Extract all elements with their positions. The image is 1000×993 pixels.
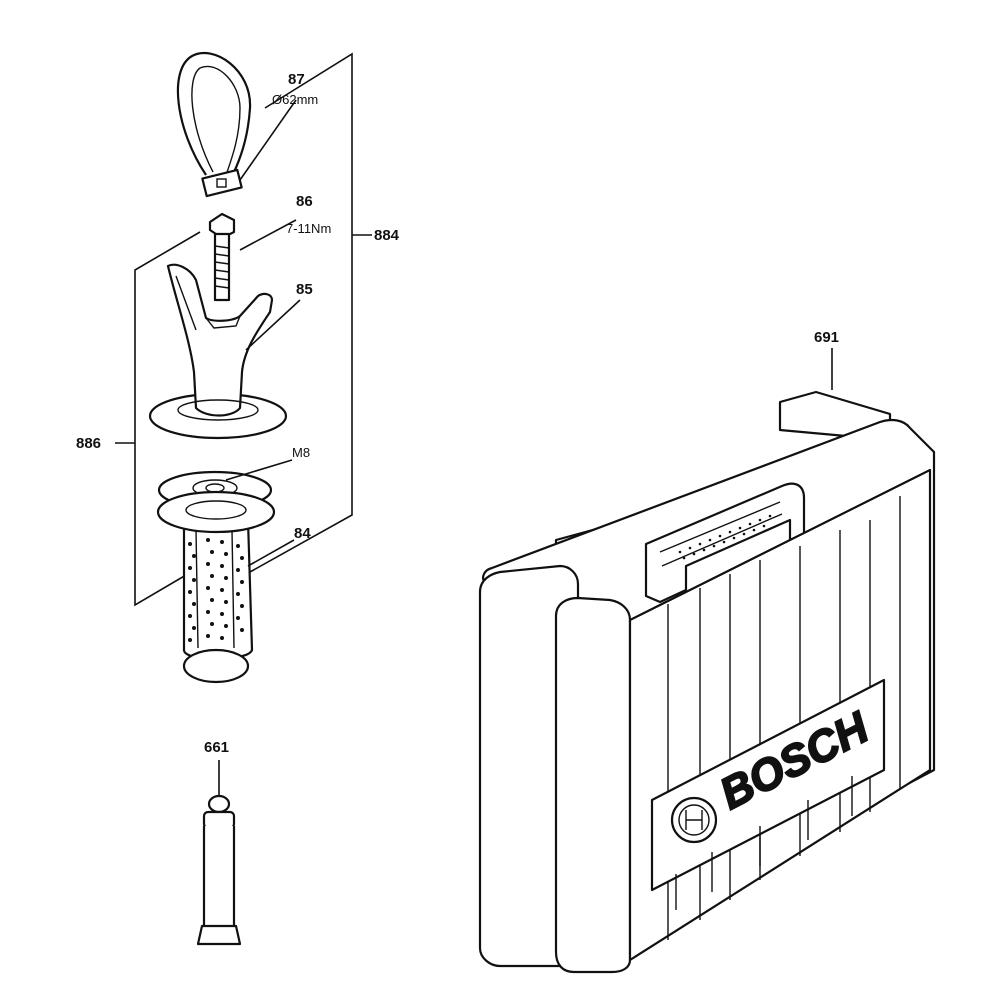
label-85: 85 — [296, 281, 313, 298]
label-884: 884 — [374, 227, 400, 244]
label-87: 87 — [288, 71, 305, 88]
label-86: 86 — [296, 193, 313, 210]
label-691: 691 — [814, 329, 839, 346]
label-661: 661 — [204, 739, 229, 756]
label-886: 886 — [76, 435, 101, 452]
label-m8: M8 — [292, 445, 310, 460]
grease-tube-part — [196, 760, 242, 946]
assembly-bracket-884 — [249, 52, 372, 573]
carrying-case-part: BOSCH — [478, 348, 936, 974]
label-86-spec: 7-11Nm — [286, 221, 331, 236]
depth-strap-part — [176, 51, 297, 198]
bolt-part — [208, 212, 297, 302]
label-87-spec: Ø62mm — [272, 92, 318, 107]
assembly-bracket-886 — [115, 231, 201, 607]
handle-collar-part — [148, 263, 301, 440]
grip-handle-part — [156, 490, 295, 684]
label-84: 84 — [294, 525, 311, 542]
